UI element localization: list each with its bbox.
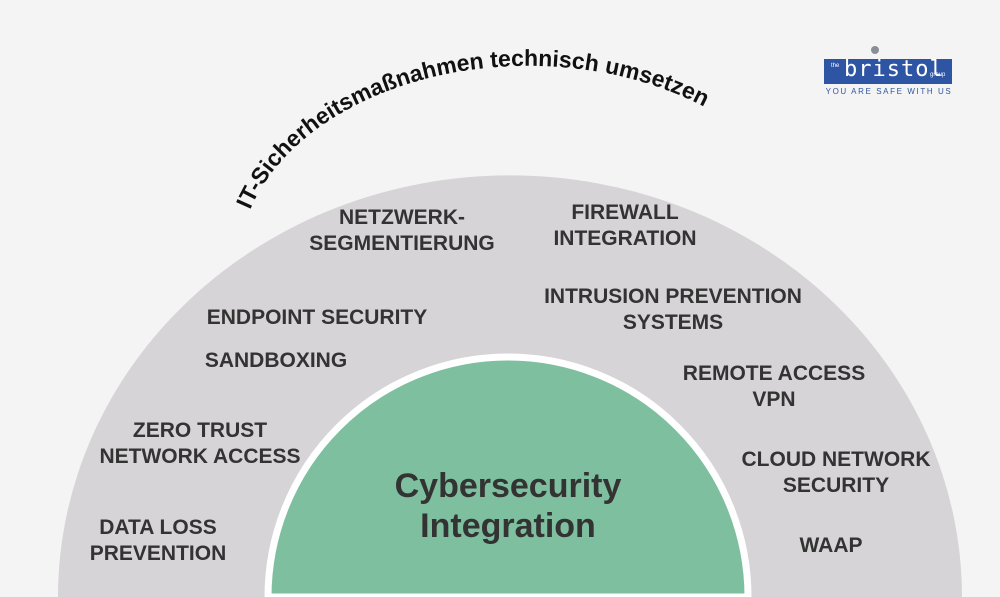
logo-box [824,59,952,84]
measure-waap-line1: WAAP [799,534,863,557]
measure-cloud-line1: CLOUD NETWORK [741,448,931,471]
measure-endpoint-line1: ENDPOINT SECURITY [206,306,428,329]
measure-remote-line2: VPN [752,388,796,411]
logo-name: bristol [844,57,944,82]
measure-firewall-integration: FIREWALL INTEGRATION [553,200,696,252]
measure-endpoint-security: ENDPOINT SECURITY [207,305,428,331]
measure-netzwerk-line1: NETZWERK- [339,206,465,229]
measure-cloud-line2: SECURITY [782,474,890,497]
inner-half-circle [264,353,752,597]
measure-dlp-line1: DATA LOSS [99,516,217,539]
measure-intrusion-prevention: INTRUSION PREVENTION SYSTEMS [544,284,802,336]
measure-ips-line2: SYSTEMS [622,311,724,334]
measure-remote-line1: REMOTE ACCESS [682,362,866,385]
measure-firewall-line2: INTEGRATION [553,227,697,250]
center-title-line1: Cybersecurity [394,467,622,505]
center-title-line2: Integration [420,507,596,545]
measure-sandboxing-line1: SANDBOXING [204,349,348,372]
measure-zero-trust: ZERO TRUST NETWORK ACCESS [99,418,300,470]
measure-cloud-network-security: CLOUD NETWORK SECURITY [742,447,931,499]
measure-zerotrust-line1: ZERO TRUST [132,419,268,442]
measure-firewall-line1: FIREWALL [571,201,679,224]
measure-ips-line1: INTRUSION PREVENTION [544,285,802,308]
measure-waap: WAAP [800,533,863,559]
measure-dlp-line2: PREVENTION [89,542,227,565]
center-title: Cybersecurity Integration [395,466,622,546]
logo-dot [871,46,879,54]
bristol-group-logo: the bristol group YOU ARE SAFE WITH US [824,44,954,100]
logo-tagline: YOU ARE SAFE WITH US [825,87,953,96]
measure-sandboxing: SANDBOXING [205,348,347,374]
measure-netzwerk-segmentierung: NETZWERK- SEGMENTIERUNG [309,205,495,257]
logo-small-text: the [831,63,840,69]
logo-suffix: group [930,72,946,78]
measure-netzwerk-line2: SEGMENTIERUNG [309,232,495,255]
measure-data-loss-prevention: DATA LOSS PREVENTION [90,515,227,567]
measure-remote-access-vpn: REMOTE ACCESS VPN [683,361,865,413]
measure-zerotrust-line2: NETWORK ACCESS [99,445,301,468]
